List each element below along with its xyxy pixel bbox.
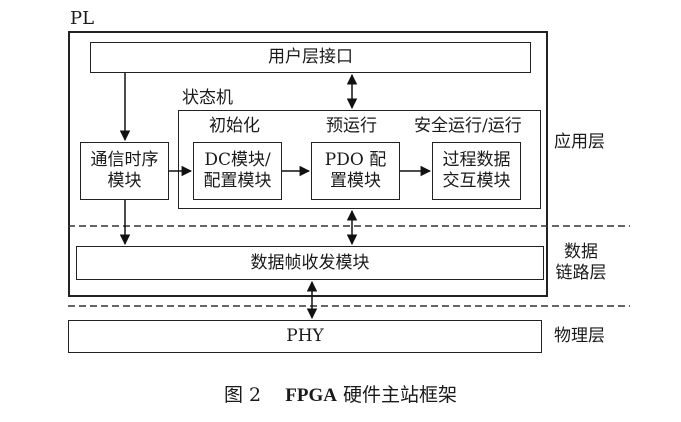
process-data-line1: 过程数据 — [442, 150, 511, 170]
process-data-line2: 交互模块 — [442, 171, 511, 191]
figure-caption: 图 2 FPGA 硬件主站框架 — [0, 380, 681, 407]
state-machine-label: 状态机 — [182, 88, 233, 108]
dc-config-module: DC模块/ 配置模块 — [193, 142, 282, 200]
data-frame-module: 数据帧收发模块 — [76, 246, 544, 280]
phy-box: PHY — [68, 320, 542, 353]
layer-label-physical: 物理层 — [554, 326, 605, 346]
comm-timing-line2: 模块 — [107, 171, 142, 191]
pdo-config-line2: 置模块 — [330, 171, 381, 191]
user-interface-box: 用户层接口 — [90, 42, 531, 73]
layer-label-application: 应用层 — [554, 132, 605, 152]
dc-config-line2: 配置模块 — [203, 171, 272, 191]
pdo-config-module: PDO 配 置模块 — [311, 142, 400, 200]
caption-bold: FPGA — [285, 385, 337, 406]
pdo-config-line1: PDO 配 — [324, 150, 387, 170]
pl-label: PL — [70, 8, 95, 29]
stage-title-op: 安全运行/运行 — [414, 116, 522, 136]
dc-config-line1: DC模块/ — [204, 150, 271, 170]
stage-title-init: 初始化 — [209, 116, 260, 136]
caption-prefix: 图 2 — [223, 384, 262, 406]
process-data-module: 过程数据 交互模块 — [432, 142, 521, 200]
caption-rest: 硬件主站框架 — [343, 384, 458, 406]
layer-label-datalink-line2: 链路层 — [555, 263, 607, 283]
stage-title-preop: 预运行 — [326, 116, 377, 136]
phy-label: PHY — [286, 326, 324, 346]
comm-timing-line1: 通信时序 — [90, 150, 159, 170]
comm-timing-module: 通信时序 模块 — [80, 142, 169, 200]
layer-label-datalink-line1: 数据 — [564, 242, 598, 262]
layer-label-datalink: 数据 链路层 — [552, 242, 610, 284]
data-frame-label: 数据帧收发模块 — [250, 252, 370, 273]
user-interface-label: 用户层接口 — [268, 47, 353, 67]
